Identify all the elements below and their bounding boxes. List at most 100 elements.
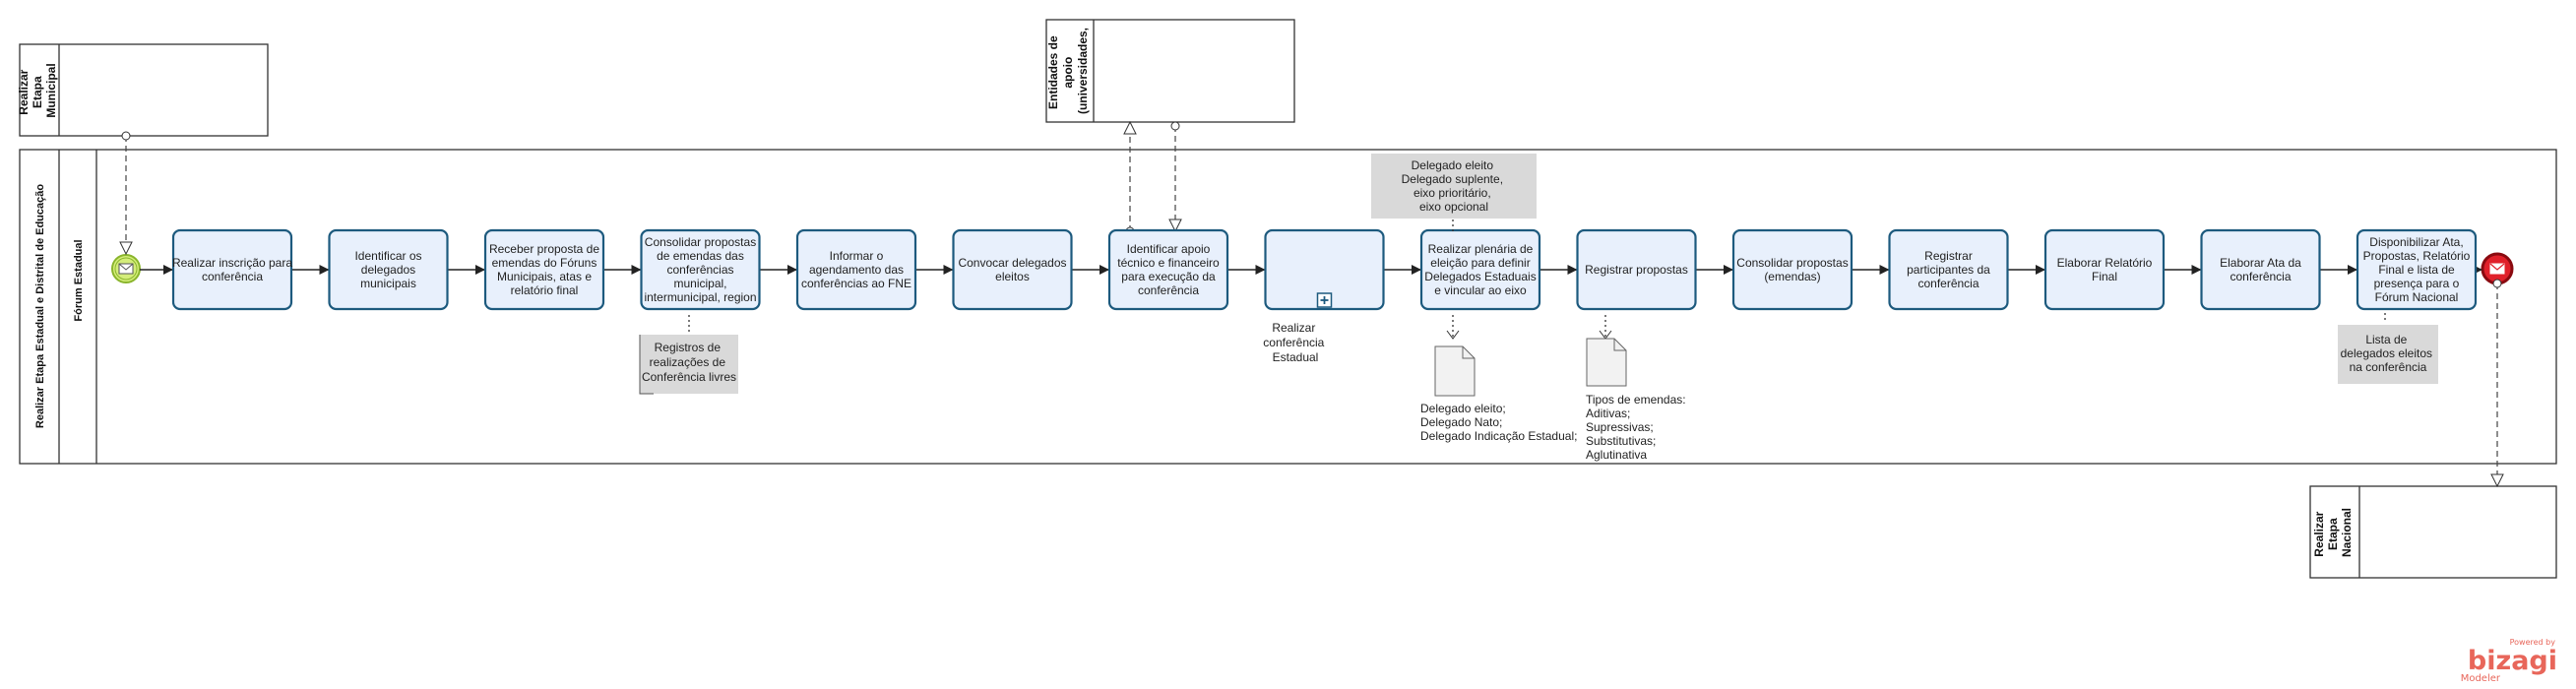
pool-apoio-line: Entidades de (1046, 35, 1060, 109)
bizagi-logo: Powered by bizagi Modeler (2461, 638, 2557, 684)
pool-municipal-line: Municipal (44, 63, 58, 117)
task-label-line: Final e lista de (2378, 263, 2455, 277)
task-label-line: conferência (202, 270, 263, 283)
task-label-line: Final (2092, 270, 2117, 283)
task-label-line: agendamento das (809, 263, 904, 277)
task-label-line: Convocar delegados (958, 256, 1066, 270)
task-label-line: Elaborar Ata da (2220, 256, 2301, 270)
text-annotation[interactable]: Registros de realizações de Conferência … (639, 315, 738, 395)
data-object-line: Delegado Indicação Estadual; (1420, 429, 1577, 443)
logo-brand: bizagi (2468, 646, 2557, 676)
task-label-line: Informar o (830, 249, 884, 263)
subprocess-label-line: Estadual (1273, 350, 1319, 364)
annotation-line: Lista de (2365, 333, 2407, 346)
data-object-line: Delegado eleito; (1420, 402, 1506, 415)
data-object-line: Substitutivas; (1586, 434, 1656, 448)
subprocess-label-line: conferência (1263, 336, 1324, 349)
task-label-line: emendas do Fóruns (492, 256, 597, 270)
task-label-line: Delegados Estaduais (1424, 270, 1536, 283)
data-object-line: Supressivas; (1586, 420, 1654, 434)
logo-powered: Powered by (2510, 638, 2556, 647)
pool-etapa-municipal[interactable]: Realizar Etapa Municipal (17, 43, 269, 137)
task-label-line: Realizar plenária de (1428, 242, 1534, 256)
task-label-line: Consolidar propostas (1736, 256, 1848, 270)
task-label-line: conferências (666, 263, 733, 277)
annotation-line: Delegado suplente, (1402, 172, 1503, 186)
annotation-line: na conferência (2350, 360, 2427, 374)
task-label-line: intermunicipal, region (644, 290, 756, 304)
task-label-line: Propostas, Relatório (2363, 249, 2471, 263)
expand-marker-icon (1316, 292, 1333, 308)
task-label-line: de emendas das (657, 249, 744, 263)
svg-text:Tipos de emendas: Aditiv: Tipos de emendas: Aditivas; Supressivas;… (1586, 393, 1689, 462)
task-label-line: e vincular ao eixo (1434, 283, 1527, 297)
subprocess-task[interactable] (1264, 228, 1385, 311)
pool-nacional-line: Nacional (2340, 508, 2354, 557)
pool-apoio-line: apoio (1061, 57, 1075, 89)
annotation-line: eixo opcional (1419, 200, 1488, 214)
data-object[interactable]: Tipos de emendas: Aditivas; Supressivas;… (1586, 315, 1689, 462)
start-message-event[interactable] (111, 254, 141, 283)
task[interactable]: Consolidar propostas(emendas) (1731, 228, 1853, 311)
task-label-line: Disponibilizar Ata, (2369, 235, 2463, 249)
annotation-line: Registros de (655, 341, 722, 354)
document-icon (1434, 345, 1476, 397)
task-label-line: Registrar propostas (1585, 263, 1688, 277)
text-annotation[interactable]: Lista de delegados eleitos na conferênci… (2338, 313, 2438, 384)
annotation-line: Conferência livres (642, 370, 736, 384)
pool-municipal-line: Realizar (17, 69, 31, 114)
message-flow-origin (1170, 121, 1180, 131)
task-label-line: Receber proposta de (489, 242, 599, 256)
task-label-line: (emendas) (1764, 270, 1820, 283)
task-label-line: Consolidar propostas (645, 235, 756, 249)
data-object-line: Aditivas; (1586, 407, 1630, 420)
task-label-line: Realizar inscrição para (172, 256, 292, 270)
annotation-line: eixo prioritário, (1414, 186, 1491, 200)
task-label-line: participantes da (1907, 263, 1990, 277)
subprocess-label-line: Realizar (1272, 321, 1315, 335)
text-annotation[interactable]: Delegado eleito Delegado suplente, eixo … (1371, 154, 1537, 232)
task-label-line: Fórum Nacional (2375, 290, 2459, 304)
pool-apoio-line: (universidades, (1076, 28, 1090, 114)
svg-text:Lista de delegados eleit: Lista de delegados eleitos na conferênci… (2341, 333, 2436, 374)
svg-text:Registros de realizações: Registros de realizações de Conferência … (642, 341, 736, 384)
task-label: Registrar propostas (1585, 263, 1688, 277)
annotation-line: realizações de (650, 355, 726, 369)
svg-text:Entidades de apoio: Entidades de apoio (universidades, (1046, 28, 1090, 114)
task-label-line: conferências ao FNE (801, 277, 911, 290)
task[interactable]: Registrar propostas (1576, 228, 1697, 311)
task-label-line: Identificar apoio (1127, 242, 1211, 256)
data-object[interactable]: Delegado eleito; Delegado Nato; Delegado… (1420, 315, 1577, 443)
data-object-line: Tipos de emendas: (1586, 393, 1686, 407)
pool-etapa-nacional[interactable]: Realizar Etapa Nacional (2309, 485, 2557, 579)
task-label-line: municipais (360, 277, 416, 290)
subprocess-label: Realizar conferência Estadual (1263, 321, 1327, 364)
pool-entidades-apoio[interactable]: Entidades de apoio (universidades, (1045, 19, 1295, 123)
task-label-line: presença para o (2374, 277, 2460, 290)
data-object-line: Aglutinativa (1586, 448, 1647, 462)
annotation-line: Delegado eleito (1412, 158, 1494, 172)
task-label-line: conferência (1917, 277, 1979, 290)
task-label-line: Registrar (1924, 249, 1973, 263)
